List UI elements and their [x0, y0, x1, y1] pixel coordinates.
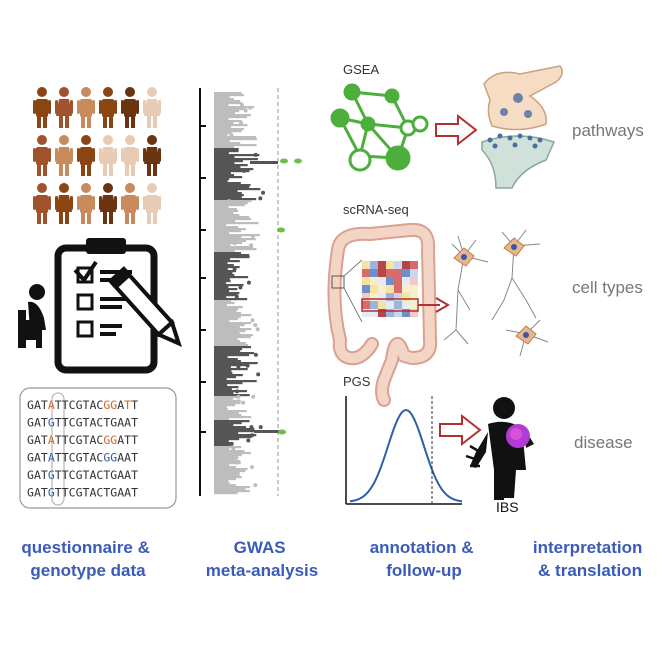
network-icon	[330, 83, 429, 172]
person-icon	[33, 87, 51, 128]
person-icon	[55, 135, 73, 176]
synapse-icon	[481, 65, 563, 189]
person-icon	[77, 135, 95, 176]
person-icon	[77, 87, 95, 128]
questionnaire-genotype-label: questionnaire & genotype data	[21, 538, 154, 580]
pathways-label: pathways	[572, 121, 644, 140]
questionnaire-clipboard-icon	[18, 238, 182, 374]
cell-types-label: cell types	[572, 278, 643, 297]
person-icon	[121, 183, 139, 224]
arrow-icon	[439, 413, 482, 447]
gsea-label: GSEA	[343, 62, 379, 77]
gwas-meta-analysis-label: GWAS meta-analysis	[206, 538, 318, 580]
dna-sequence-box: GATATTCGTACGGATT GATGTTCGTACTGAAT GATATTCG…	[19, 387, 177, 509]
dna-sequence-row: GATATTCGTACGGAAT	[27, 451, 138, 465]
person-icon	[77, 183, 95, 224]
person-icon	[143, 87, 161, 128]
dna-sequence-row: GATGTTCGTACTGAAT	[27, 468, 138, 482]
scrna-label: scRNA-seq	[343, 202, 409, 217]
dna-sequence-row: GATATTCGTACGGATT	[27, 398, 138, 412]
person-icon	[121, 87, 139, 128]
pgs-distribution-plot	[345, 396, 463, 505]
person-icon	[99, 87, 117, 128]
person-icon	[33, 135, 51, 176]
pgs-label: PGS	[343, 374, 371, 389]
person-icon	[55, 183, 73, 224]
dna-sequence-row: GATGTTCGTACTGAAT	[27, 416, 138, 430]
neuron-icon	[443, 229, 549, 357]
people-crowd-icon	[33, 87, 161, 224]
arrow-icon	[435, 113, 478, 147]
person-icon	[143, 183, 161, 224]
patient-label: IBS	[496, 499, 519, 515]
person-icon	[99, 183, 117, 224]
manhattan-plot	[199, 88, 302, 496]
intestine-icon	[327, 222, 438, 407]
person-icon	[55, 87, 73, 128]
disease-label: disease	[574, 433, 633, 452]
person-icon	[33, 183, 51, 224]
person-icon	[99, 135, 117, 176]
dna-sequence-row: GATGTTCGTACTGAAT	[27, 486, 138, 500]
annotation-follow-up-label: annotation & follow-up	[370, 538, 479, 580]
expression-heatmap	[362, 261, 418, 317]
person-icon	[121, 135, 139, 176]
patient-icon	[465, 397, 534, 500]
dna-sequence-row: GATATTCGTACGGATT	[27, 433, 138, 447]
interpretation-translation-label: interpretation & translation	[533, 538, 647, 580]
person-icon	[143, 135, 161, 176]
